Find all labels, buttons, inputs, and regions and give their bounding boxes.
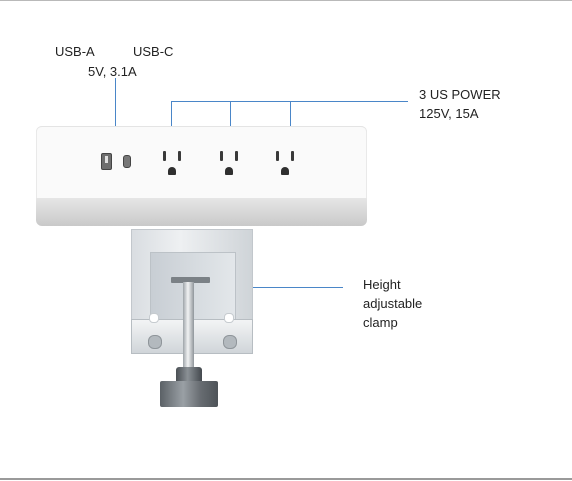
outlet-ground-hole <box>281 167 289 175</box>
us-outlet-1 <box>159 150 185 180</box>
usb-c-port <box>123 155 131 168</box>
usb-a-label: USB-A <box>55 44 95 59</box>
outlet-ground-hole <box>168 167 176 175</box>
outlet-slot <box>291 151 294 161</box>
power-leader-drop-3 <box>290 101 291 141</box>
clamp-leader-line <box>233 287 343 288</box>
clamp-adjust-knob <box>160 381 218 407</box>
outlet-slot <box>276 151 279 161</box>
us-outlet-2 <box>216 150 242 180</box>
clamp-pressure-pad <box>171 277 210 283</box>
clamp-threaded-rod <box>183 282 194 372</box>
clamp-bolt-right <box>223 335 237 349</box>
power-leader-drop-1 <box>171 101 172 141</box>
bottom-border-line <box>0 478 572 480</box>
outlet-slot <box>235 151 238 161</box>
outlet-slot <box>220 151 223 161</box>
power-title-label: 3 US POWER <box>419 87 501 102</box>
power-leader-horizontal <box>171 101 408 102</box>
clamp-label-line3: clamp <box>363 315 398 330</box>
clamp-label-line2: adjustable <box>363 296 423 311</box>
power-strip-face <box>36 126 367 199</box>
usb-leader-line <box>115 78 116 138</box>
clamp-knob-neck <box>176 367 202 385</box>
us-outlet-3 <box>272 150 298 180</box>
outlet-ground-hole <box>225 167 233 175</box>
power-rating-label: 125V, 15A <box>419 106 479 121</box>
usb-rating-label: 5V, 3.1A <box>88 64 137 79</box>
clamp-screw-right <box>224 313 234 323</box>
outlet-slot <box>163 151 166 161</box>
clamp-label-line1: Height <box>363 277 401 292</box>
usb-c-label: USB-C <box>133 44 174 59</box>
power-strip-base <box>36 198 367 226</box>
outlet-slot <box>178 151 181 161</box>
usb-a-port <box>101 153 112 170</box>
clamp-screw-left <box>149 313 159 323</box>
usb-a-port-tab <box>105 156 108 163</box>
power-leader-drop-2 <box>230 101 231 141</box>
clamp-bolt-left <box>148 335 162 349</box>
top-border-line <box>0 0 572 1</box>
